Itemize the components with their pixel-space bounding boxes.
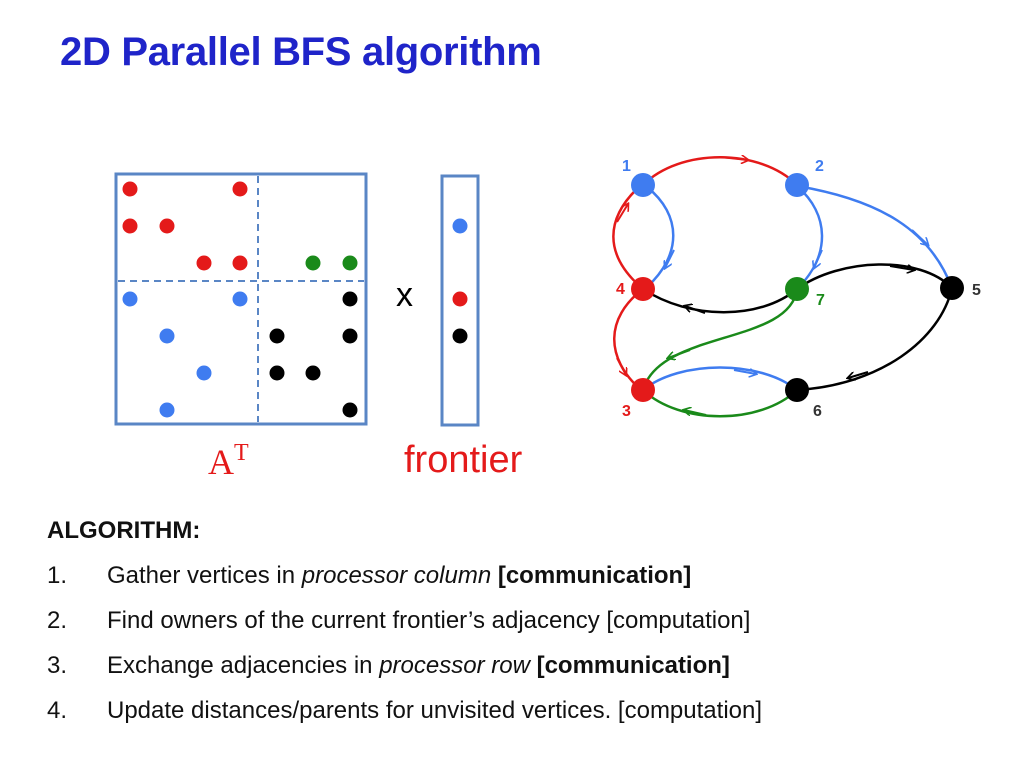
edge-1-4: [646, 186, 675, 288]
adjacency-matrix: AT: [114, 172, 368, 482]
algorithm-steps: ALGORITHM: 1. Gather vertices in process…: [47, 508, 762, 733]
edge-5-6: [796, 287, 954, 392]
graph-node-label-4: 4: [616, 281, 625, 298]
edge-7-4-arrow: [685, 306, 706, 314]
edge-1-2-arrow: [719, 157, 748, 160]
matrix-dot: [342, 402, 358, 418]
algorithm-step: 3. Exchange adjacencies in processor row…: [47, 643, 762, 688]
edge-4-1: [612, 185, 644, 290]
graph-node-5: [940, 276, 964, 300]
edge-2-7: [796, 185, 824, 288]
step-number: 3.: [47, 652, 68, 679]
slide-title: 2D Parallel BFS algorithm: [60, 30, 542, 74]
graph-node-4: [631, 277, 655, 301]
matrix-dot: [159, 218, 175, 234]
matrix-dot: [305, 255, 321, 271]
matrix-dot: [122, 181, 138, 197]
edge-4-1-arrow: [616, 204, 628, 223]
frontier-label: frontier: [404, 439, 523, 481]
matrix-dot: [196, 365, 212, 381]
matrix-dot: [305, 365, 321, 381]
graph-node-label-6: 6: [813, 403, 822, 420]
edge-6-3-arrow: [684, 410, 707, 416]
graph-node-label-5: 5: [972, 282, 981, 299]
matrix-dot: [196, 255, 212, 271]
edge-3-6-arrow: [733, 370, 756, 374]
graph: 1 2 3 4 5 6 7: [612, 156, 981, 420]
frontier-dot: [452, 291, 468, 307]
step-text: Find owners of the current frontier’s ad…: [107, 607, 751, 634]
frontier-frame: [440, 174, 480, 427]
matrix-dot: [342, 328, 358, 344]
matrix-dot: [232, 181, 248, 197]
edge-1-2: [642, 156, 798, 186]
graph-node-2: [785, 173, 809, 197]
edge-2-5: [796, 184, 954, 289]
multiply-operator: x: [396, 276, 413, 314]
edge-2-5-arrow: [911, 229, 928, 245]
matrix-frame: [114, 172, 368, 426]
frontier-dot: [452, 328, 468, 344]
edge-7-5-arrow: [889, 266, 914, 270]
bfs-diagram: AT x frontier: [114, 0, 981, 482]
matrix-label: AT: [208, 440, 249, 482]
edge-7-3: [641, 288, 799, 391]
graph-node-7: [785, 277, 809, 301]
algorithm-heading: ALGORITHM:: [47, 517, 201, 544]
frontier-vector: frontier: [404, 174, 523, 481]
step-text: Update distances/parents for unvisited v…: [107, 697, 763, 724]
algorithm-step: 1. Gather vertices in processor column […: [47, 553, 762, 598]
graph-node-label-1: 1: [622, 158, 631, 175]
graph-node-1: [631, 173, 655, 197]
edge-4-3-arrow: [616, 357, 626, 375]
graph-node-6: [785, 378, 809, 402]
algorithm-step: 2. Find owners of the current frontier’s…: [47, 598, 762, 643]
matrix-dot: [122, 218, 138, 234]
edge-6-3: [642, 389, 798, 418]
matrix-dot: [342, 255, 358, 271]
graph-node-label-7: 7: [816, 292, 825, 309]
step-number: 4.: [47, 697, 68, 724]
matrix-dot: [232, 255, 248, 271]
edge-3-6: [642, 366, 798, 391]
matrix-dot: [159, 328, 175, 344]
graph-node-3: [631, 378, 655, 402]
matrix-dot: [342, 291, 358, 307]
edge-1-4-arrow: [665, 249, 675, 268]
step-number: 1.: [47, 562, 68, 589]
edge-7-4: [642, 287, 798, 314]
graph-node-label-2: 2: [815, 158, 824, 175]
edge-2-7-arrow: [814, 249, 823, 268]
matrix-dot: [159, 402, 175, 418]
edge-4-3: [613, 288, 644, 391]
matrix-dot: [269, 328, 285, 344]
matrix-dot: [232, 291, 248, 307]
frontier-dot: [452, 218, 468, 234]
matrix-dot: [269, 365, 285, 381]
algorithm-step: 4. Update distances/parents for unvisite…: [47, 688, 762, 733]
step-text: Exchange adjacencies in processor row [c…: [107, 652, 730, 679]
step-text: Gather vertices in processor column [com…: [107, 562, 692, 589]
graph-node-label-3: 3: [622, 403, 631, 420]
edge-7-5: [796, 263, 953, 291]
matrix-dot: [122, 291, 138, 307]
edge-7-3-arrow: [668, 349, 691, 358]
step-number: 2.: [47, 607, 68, 634]
edge-5-6-arrow: [848, 371, 869, 378]
